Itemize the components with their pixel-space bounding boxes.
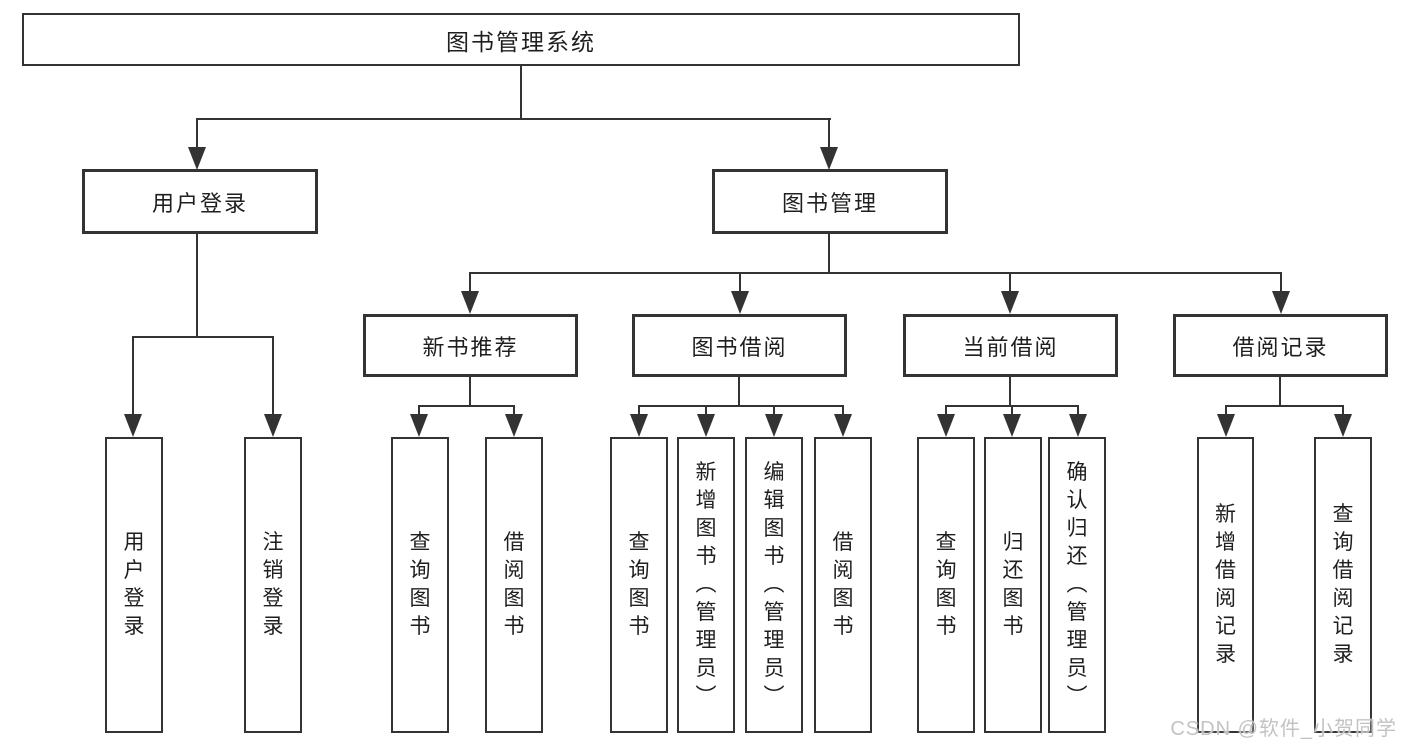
arrowhead-down-icon <box>461 291 479 314</box>
connector-line <box>132 336 134 416</box>
connector-line <box>418 405 420 419</box>
connector-line <box>828 118 830 150</box>
connector-line <box>828 232 830 274</box>
arrowhead-down-icon <box>124 414 142 437</box>
leaf-add-books-admin-label: 新增图书︵管理员︶ <box>695 461 717 708</box>
arrowhead-down-icon <box>820 147 838 170</box>
arrowhead-down-icon <box>630 414 648 437</box>
node-current-borrow-label: 当前借阅 <box>962 334 1059 360</box>
connector-line <box>1009 272 1011 294</box>
arrowhead-down-icon <box>410 414 428 437</box>
node-user-login: 用户登录 <box>82 169 318 234</box>
connector-line <box>1009 375 1011 407</box>
leaf-return-books: 归还图书 <box>984 437 1042 733</box>
connector-line <box>738 375 740 407</box>
connector-line <box>1011 405 1013 419</box>
connector-line <box>705 405 707 419</box>
node-new-book-recommend-label: 新书推荐 <box>422 334 519 360</box>
node-borrow-records: 借阅记录 <box>1173 314 1388 377</box>
leaf-borrow-books: 借阅图书 <box>814 437 872 733</box>
connector-line <box>1225 405 1227 419</box>
leaf-add-borrow-record-label: 新增借阅记录 <box>1215 503 1236 666</box>
arrowhead-down-icon <box>188 147 206 170</box>
leaf-add-borrow-record: 新增借阅记录 <box>1197 437 1254 733</box>
node-current-borrow: 当前借阅 <box>903 314 1118 377</box>
arrowhead-down-icon <box>264 414 282 437</box>
leaf-edit-books-admin: 编辑图书︵管理员︶ <box>745 437 803 733</box>
connector-line <box>196 118 831 120</box>
leaf-return-books-label: 归还图书 <box>1002 531 1024 638</box>
leaf-borrow-query-books-label: 查询图书 <box>628 531 650 638</box>
connector-line <box>469 375 471 407</box>
leaf-query-borrow-record-label: 查询借阅记录 <box>1332 503 1354 666</box>
arrowhead-down-icon <box>1003 414 1021 437</box>
leaf-user-login-label: 用户登录 <box>123 531 145 638</box>
connector-line <box>638 405 640 419</box>
arrowhead-down-icon <box>765 414 783 437</box>
arrowhead-down-icon <box>1001 291 1019 314</box>
node-new-book-recommend: 新书推荐 <box>363 314 578 377</box>
connector-line <box>1077 405 1079 419</box>
leaf-borrow-query-books: 查询图书 <box>610 437 668 733</box>
arrowhead-down-icon <box>731 291 749 314</box>
connector-line <box>196 118 198 150</box>
leaf-recommend-query-books: 查询图书 <box>391 437 449 733</box>
connector-line <box>1279 375 1281 407</box>
arrowhead-down-icon <box>834 414 852 437</box>
node-root-label: 图书管理系统 <box>446 28 596 55</box>
connector-line <box>1280 272 1282 294</box>
connector-line <box>842 405 844 419</box>
connector-line <box>739 272 741 294</box>
node-book-borrow: 图书借阅 <box>632 314 847 377</box>
arrowhead-down-icon <box>1217 414 1235 437</box>
node-book-management-label: 图书管理 <box>781 190 878 216</box>
connector-line <box>469 272 471 294</box>
node-user-login-label: 用户登录 <box>151 190 248 216</box>
leaf-current-query-books-label: 查询图书 <box>935 531 957 638</box>
arrowhead-down-icon <box>1272 291 1290 314</box>
arrowhead-down-icon <box>697 414 715 437</box>
leaf-add-books-admin: 新增图书︵管理员︶ <box>677 437 735 733</box>
leaf-confirm-return-admin: 确认归还︵管理员︶ <box>1048 437 1106 733</box>
connector-line <box>418 405 515 407</box>
connector-line <box>132 336 274 338</box>
connector-line <box>1225 405 1344 407</box>
arrowhead-down-icon <box>1334 414 1352 437</box>
connector-line <box>1342 405 1344 419</box>
leaf-recommend-query-books-label: 查询图书 <box>409 531 431 638</box>
connector-line <box>520 65 522 119</box>
node-root: 图书管理系统 <box>22 13 1020 66</box>
leaf-edit-books-admin-label: 编辑图书︵管理员︶ <box>763 461 785 708</box>
leaf-current-query-books: 查询图书 <box>917 437 975 733</box>
connector-line <box>196 232 198 338</box>
arrowhead-down-icon <box>937 414 955 437</box>
leaf-recommend-borrow-books: 借阅图书 <box>485 437 543 733</box>
arrowhead-down-icon <box>505 414 523 437</box>
connector-line <box>773 405 775 419</box>
connector-line <box>945 405 947 419</box>
csdn-watermark: CSDN @软件_小贺同学 <box>1170 718 1397 740</box>
connector-line <box>272 336 274 416</box>
leaf-logout: 注销登录 <box>244 437 302 733</box>
arrowhead-down-icon <box>1069 414 1087 437</box>
connector-line <box>513 405 515 419</box>
connector-line <box>469 272 1282 274</box>
node-borrow-records-label: 借阅记录 <box>1232 334 1329 360</box>
leaf-query-borrow-record: 查询借阅记录 <box>1314 437 1372 733</box>
leaf-user-login: 用户登录 <box>105 437 163 733</box>
leaf-logout-label: 注销登录 <box>262 531 284 638</box>
connector-line <box>638 405 844 407</box>
node-book-management: 图书管理 <box>712 169 948 234</box>
leaf-borrow-books-label: 借阅图书 <box>832 531 854 638</box>
leaf-confirm-return-admin-label: 确认归还︵管理员︶ <box>1066 461 1088 708</box>
leaf-recommend-borrow-books-label: 借阅图书 <box>503 531 525 638</box>
node-book-borrow-label: 图书借阅 <box>691 334 788 360</box>
